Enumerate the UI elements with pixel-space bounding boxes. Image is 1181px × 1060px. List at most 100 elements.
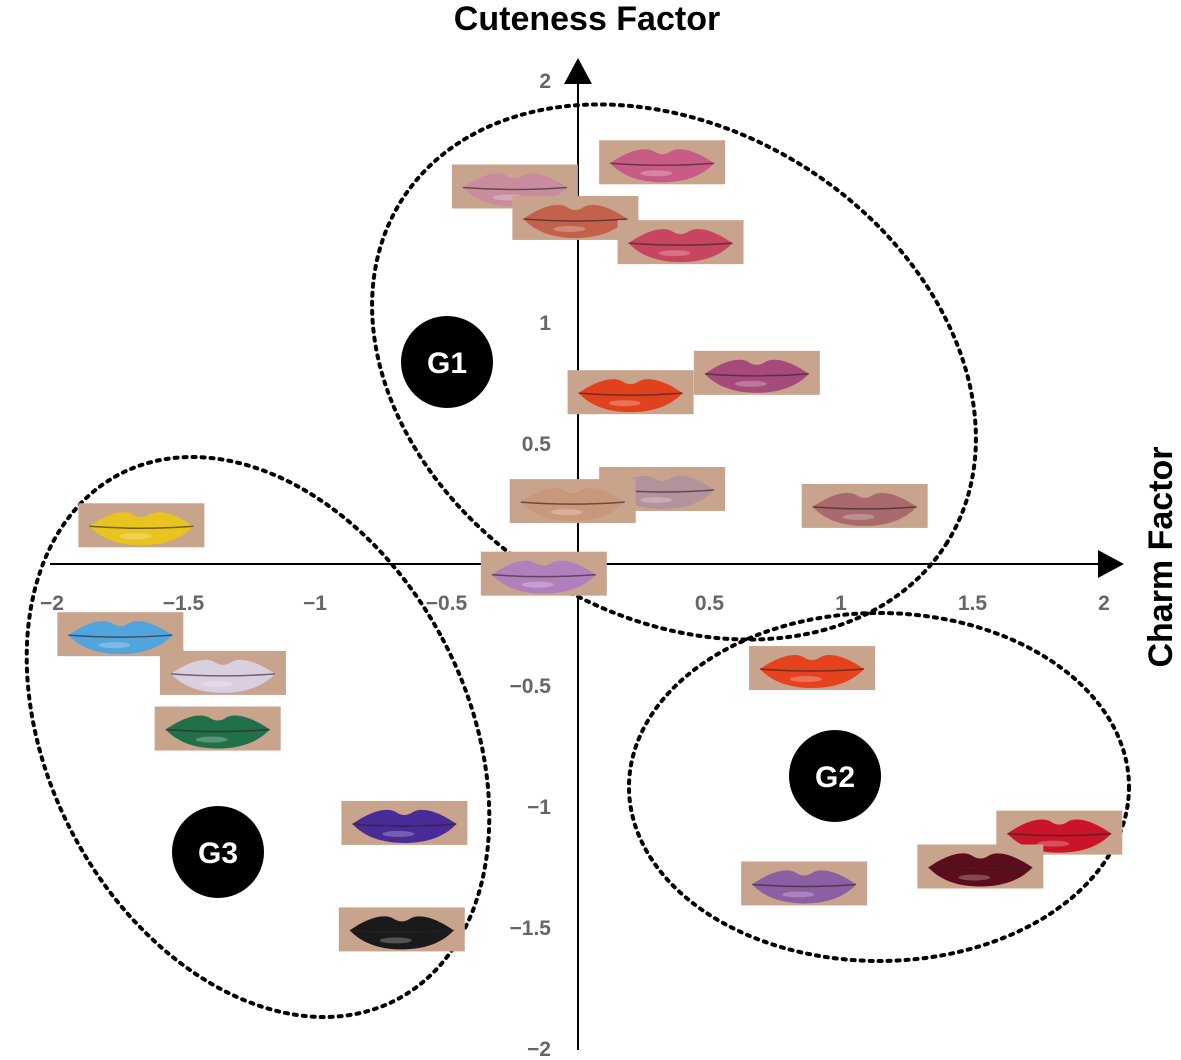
lip-highlight [958, 874, 991, 881]
upper-lip [349, 916, 454, 932]
upper-lip [760, 654, 865, 671]
lower-lip [704, 373, 809, 393]
upper-lip [520, 488, 625, 504]
marks-layer [57, 140, 1123, 952]
upper-lip [89, 512, 194, 528]
upper-lip [491, 560, 596, 577]
upper-lip [170, 659, 275, 676]
upper-lip [462, 173, 567, 189]
group-badge-circle [789, 730, 881, 822]
lower-lip [349, 930, 454, 950]
lip-line [165, 728, 270, 733]
lower-lip [812, 506, 917, 526]
upper-lip [165, 715, 270, 732]
upper-lip [610, 475, 715, 492]
upper-lip [812, 492, 917, 509]
group-label: G3 [198, 837, 238, 870]
data-point-g2-2 [996, 810, 1123, 855]
cluster-outline-g3 [24, 455, 492, 1019]
upper-lip [352, 809, 457, 826]
upper-lip [578, 379, 683, 395]
lip-highlight [608, 400, 641, 407]
data-point-g3-3 [159, 650, 286, 695]
data-point-g3-2 [57, 612, 184, 657]
lower-lip [352, 823, 457, 843]
upper-lip [610, 149, 715, 165]
data-point-g1-6 [693, 350, 820, 395]
group-badge-g2: G2 [789, 730, 881, 822]
lip-line [68, 634, 173, 638]
cluster-outline-g2 [627, 611, 1131, 963]
upper-lip [1007, 819, 1112, 836]
lip-highlight [382, 830, 415, 837]
data-point-g1-8 [509, 479, 636, 524]
lower-lip [89, 526, 194, 546]
group-label: G1 [427, 347, 467, 380]
upper-lip [928, 853, 1033, 869]
lip-line [704, 373, 809, 377]
lip-highlight [734, 380, 767, 387]
x-tick-label: 1.5 [958, 592, 988, 615]
data-point-g1-3 [512, 195, 639, 240]
lip-highlight [658, 250, 691, 257]
upper-lip [628, 229, 733, 245]
lip-line [349, 929, 454, 934]
group-badge-circle [172, 806, 264, 898]
y-tick-label: 0.5 [522, 433, 552, 456]
lip-highlight [379, 937, 412, 944]
lip-line [523, 218, 628, 222]
lip-line [578, 392, 683, 396]
lip-line [462, 186, 567, 191]
lip-highlight [1037, 840, 1070, 847]
data-point-g1-4 [617, 220, 744, 265]
lip-highlight [521, 581, 554, 588]
lower-lip [578, 393, 683, 413]
lip-highlight [553, 225, 586, 232]
lip-highlight [640, 170, 673, 177]
x-tick-label: 1 [835, 592, 847, 615]
x-axis-title: Charm Factor [1142, 446, 1180, 667]
lip-highlight [195, 736, 228, 743]
y-tick-label: 1 [539, 312, 551, 335]
lip-highlight [790, 676, 823, 683]
data-point-g3-1 [78, 503, 205, 548]
upper-lip [523, 204, 628, 221]
data-point-g1-10 [480, 551, 607, 596]
y-tick-label: −0.5 [510, 675, 552, 698]
ticks-layer: −2−1.5−1−0.50.511.520210.5−0.5−1−1.5−2 [40, 70, 1110, 1060]
lower-lip [491, 574, 596, 594]
group-label: G2 [815, 761, 855, 794]
data-point-g3-6 [338, 907, 465, 952]
lip-line [760, 668, 865, 672]
lower-lip [165, 729, 270, 749]
x-tick-label: −1 [303, 592, 327, 615]
lip-highlight [119, 533, 152, 540]
data-point-g2-4 [741, 861, 868, 906]
upper-lip [752, 870, 857, 886]
data-point-g3-4 [154, 706, 281, 751]
group-badge-g3: G3 [172, 806, 264, 898]
y-axis-title: Cuteness Factor [454, 0, 720, 38]
lip-line [1007, 832, 1112, 837]
lower-lip [628, 243, 733, 263]
upper-lip [704, 359, 809, 376]
y-tick-label: 2 [539, 70, 551, 93]
lower-lip [610, 163, 715, 183]
lip-highlight [200, 680, 233, 687]
lip-line [928, 866, 1033, 871]
group-badge-g1: G1 [401, 316, 493, 408]
lower-lip [610, 489, 715, 509]
x-tick-label: −1.5 [163, 592, 205, 615]
y-tick-label: −2 [527, 1038, 551, 1060]
lip-line [752, 883, 857, 888]
x-tick-label: 0.5 [695, 592, 725, 615]
data-point-g1-5 [567, 370, 694, 415]
data-point-g1-1 [599, 140, 726, 185]
y-axis-arrow [564, 58, 592, 84]
lower-lip [170, 673, 275, 693]
lip-highlight [98, 642, 131, 649]
data-point-g1-9 [801, 483, 928, 528]
